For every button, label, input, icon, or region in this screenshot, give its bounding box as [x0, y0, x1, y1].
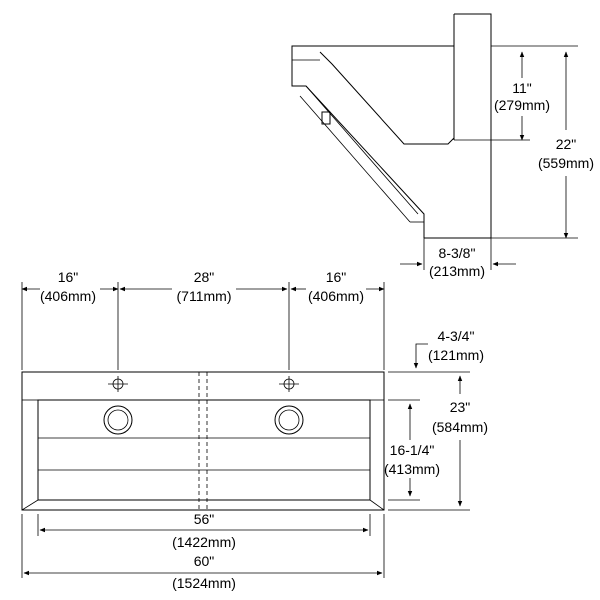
- dim-22-imperial: 22": [556, 136, 577, 152]
- faucet-hole-right: [279, 376, 299, 392]
- dim-16-1-4-metric: (413mm): [384, 461, 440, 477]
- dim-8-3-8-imperial: 8-3/8": [439, 245, 476, 261]
- side-apron-line-2: [299, 95, 411, 223]
- dim-22-metric: (559mm): [538, 155, 594, 171]
- front-basin-corner-br: [369, 499, 385, 511]
- dim-56-imperial: 56": [194, 511, 215, 527]
- side-view: 11" (279mm) 22" (559mm) 8-3/8" (213mm): [291, 13, 594, 279]
- front-basin-corner-bl: [21, 499, 39, 511]
- front-outer-body: [21, 371, 385, 511]
- dim-60-metric: (1524mm): [172, 575, 236, 591]
- dim-4-3-4-imperial: 4-3/4": [438, 328, 475, 344]
- dim-11-imperial: 11": [512, 80, 532, 96]
- dim-16-1-4-imperial: 16-1/4": [390, 442, 435, 458]
- dim-4-3-4-metric: (121mm): [428, 347, 484, 363]
- side-basin-outline: [291, 45, 454, 238]
- dim-60-imperial: 60": [194, 553, 215, 569]
- side-wall-panel: [424, 13, 492, 239]
- drain-right: [274, 405, 304, 435]
- dim-16-right-imperial: 16": [326, 269, 347, 285]
- dim-4-3-4-leader: [413, 343, 428, 369]
- dim-23-metric: (584mm): [432, 419, 488, 435]
- dim-28-metric: (711mm): [177, 288, 232, 304]
- faucet-hole-left: [108, 376, 128, 392]
- front-view: 16" (406mm) 28" (711mm) 16" (406mm) 4-3/…: [21, 269, 488, 591]
- side-basin-inner: [319, 51, 455, 145]
- dim-28-imperial: 28": [194, 269, 215, 285]
- dim-16-left-metric: (406mm): [40, 288, 96, 304]
- dim-56-metric: (1422mm): [172, 534, 236, 550]
- front-basin-inner: [37, 399, 371, 501]
- side-sensor-knob: [321, 111, 331, 125]
- dim-8-3-8-metric: (213mm): [429, 263, 485, 279]
- drain-left: [103, 405, 133, 435]
- side-apron-line-1: [305, 85, 419, 215]
- dim-16-left-imperial: 16": [58, 269, 79, 285]
- dim-23-imperial: 23": [450, 399, 471, 415]
- dim-11-metric: (279mm): [494, 97, 550, 113]
- dim-16-right-metric: (406mm): [308, 288, 364, 304]
